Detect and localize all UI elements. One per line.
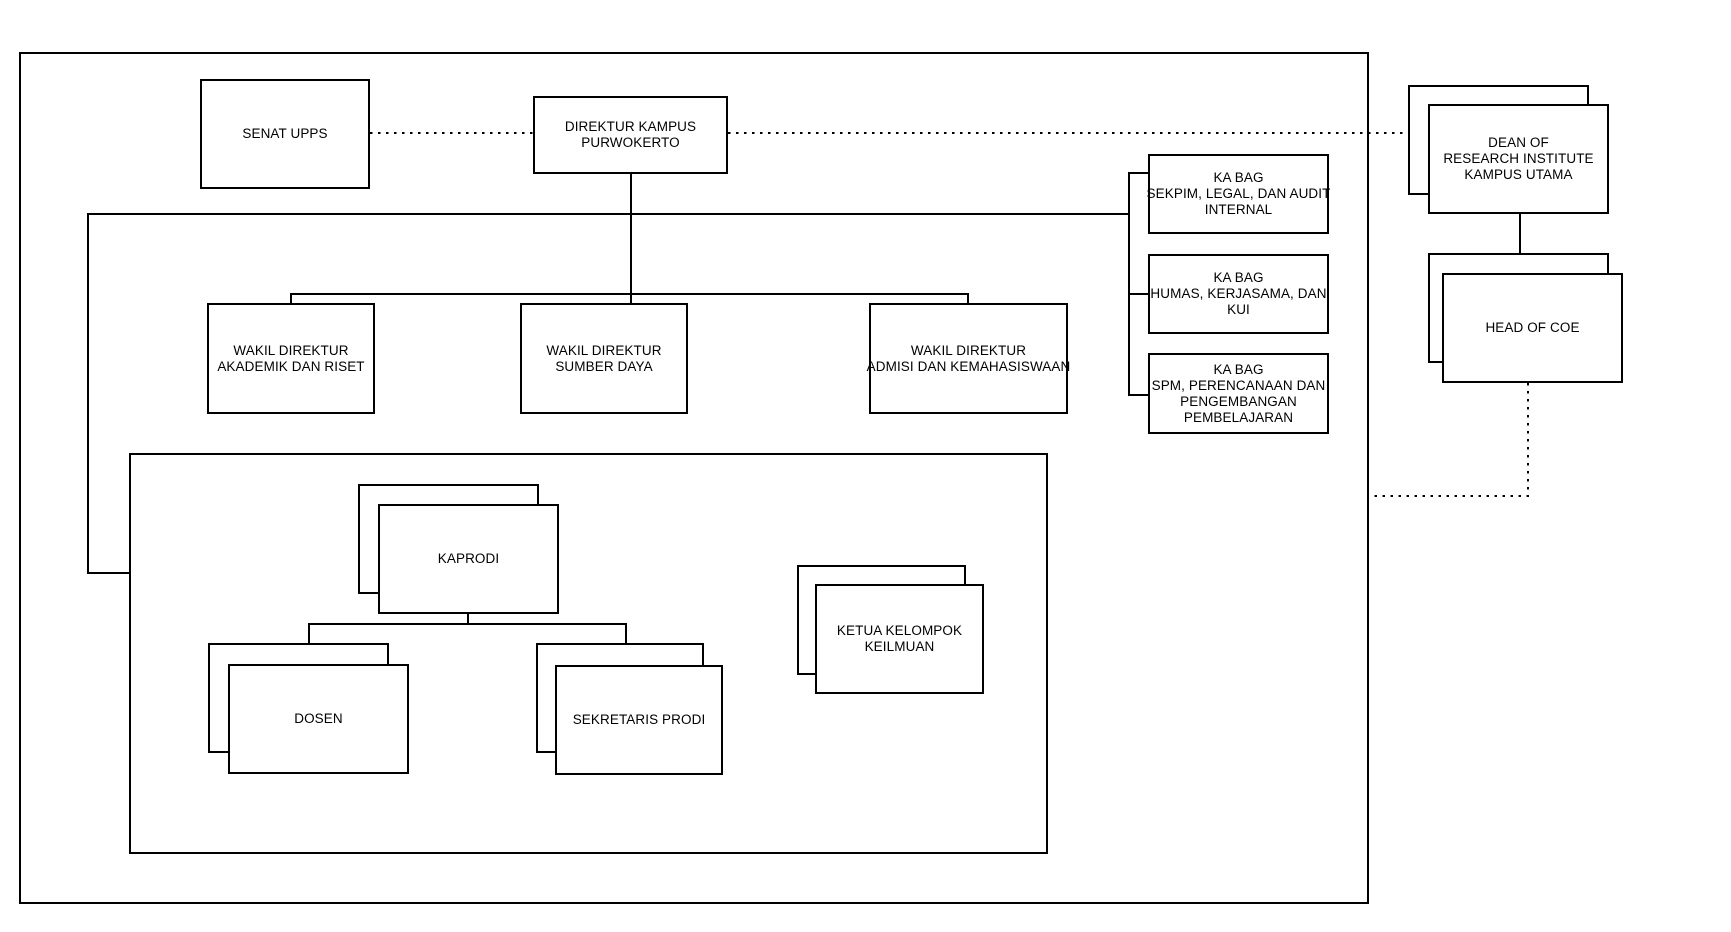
node-label: KA BAG bbox=[1213, 361, 1264, 377]
node-label: KEILMUAN bbox=[864, 639, 935, 654]
node-label: HUMAS, KERJASAMA, DAN bbox=[1150, 286, 1327, 301]
node-label: KAMPUS UTAMA bbox=[1464, 167, 1573, 182]
node-label: KUI bbox=[1227, 302, 1250, 317]
node-label: SUMBER DAYA bbox=[555, 358, 653, 374]
node-kabag-spm-perencanaan-pengembangan-pembelajaran: KA BAG SPM, PERENCANAAN DAN PENGEMBANGAN… bbox=[1148, 353, 1329, 434]
node-wakil-direktur-admisi-dan-kemahasiswaan: WAKIL DIREKTUR ADMISI DAN KEMAHASISWAAN bbox=[866, 303, 1071, 414]
node-kabag-humas-kerjasama-kui: KA BAG HUMAS, KERJASAMA, DAN KUI bbox=[1148, 254, 1329, 334]
connector-kabag-column bbox=[1128, 172, 1148, 396]
node-label: WAKIL DIREKTUR bbox=[233, 342, 349, 358]
node-dean-research-institute-kampus-utama: DEAN OF RESEARCH INSTITUTE KAMPUS UTAMA bbox=[1428, 104, 1609, 214]
dotted-connector-head-of-coe-to-campus-boundary bbox=[1372, 383, 1529, 497]
node-label: DIREKTUR KAMPUS bbox=[564, 119, 697, 134]
node-label: PEMBELAJARAN bbox=[1183, 409, 1294, 425]
node-label: WAKIL DIREKTUR bbox=[910, 342, 1027, 358]
node-label: RESEARCH INSTITUTE bbox=[1443, 151, 1594, 166]
node-label: KETUA KELOMPOK bbox=[836, 623, 963, 638]
campus-boundary bbox=[19, 52, 1369, 904]
node-kabag-sekpim-legal-audit-internal: KA BAG SEKPIM, LEGAL, DAN AUDIT INTERNAL bbox=[1146, 154, 1331, 234]
node-sekretaris-prodi: SEKRETARIS PRODI bbox=[555, 665, 723, 775]
connector-kaprodi-branch bbox=[308, 614, 627, 643]
node-label: ADMISI DAN KEMAHASISWAAN bbox=[866, 358, 1071, 374]
node-label: HEAD OF COE bbox=[1485, 320, 1580, 335]
node-label: KAPRODI bbox=[437, 551, 500, 566]
node-label: DOSEN bbox=[294, 711, 343, 726]
prodi-group-boundary bbox=[129, 453, 1048, 854]
node-label: WAKIL DIREKTUR bbox=[546, 342, 662, 358]
node-label: SENAT UPPS bbox=[242, 126, 328, 141]
node-label: AKADEMIK DAN RISET bbox=[217, 358, 365, 374]
node-direktur-kampus-purwokerto: DIREKTUR KAMPUS PURWOKERTO bbox=[533, 96, 728, 174]
node-label: SEKRETARIS PRODI bbox=[572, 712, 706, 727]
node-wakil-direktur-akademik-dan-riset: WAKIL DIREKTUR AKADEMIK DAN RISET bbox=[207, 303, 375, 414]
node-senat-upps: SENAT UPPS bbox=[200, 79, 370, 189]
node-wakil-direktur-sumber-daya: WAKIL DIREKTUR SUMBER DAYA bbox=[520, 303, 688, 414]
node-label: DEAN OF bbox=[1488, 135, 1549, 150]
connector-rail-direktur-to-prodi-group bbox=[87, 213, 1129, 574]
node-kaprodi: KAPRODI bbox=[378, 504, 559, 614]
node-label: PURWOKERTO bbox=[581, 135, 680, 150]
connector-wakil-branch bbox=[290, 293, 969, 303]
node-label: KA BAG bbox=[1213, 270, 1264, 285]
node-label: SPM, PERENCANAAN DAN bbox=[1151, 377, 1326, 393]
node-dosen: DOSEN bbox=[228, 664, 409, 774]
node-label: INTERNAL bbox=[1204, 202, 1273, 217]
node-ketua-kelompok-keilmuan: KETUA KELOMPOK KEILMUAN bbox=[815, 584, 984, 694]
node-label: SEKPIM, LEGAL, DAN AUDIT bbox=[1146, 186, 1331, 201]
node-label: PENGEMBANGAN bbox=[1180, 393, 1297, 409]
node-label: KA BAG bbox=[1213, 170, 1264, 185]
node-head-of-coe: HEAD OF COE bbox=[1442, 273, 1623, 383]
